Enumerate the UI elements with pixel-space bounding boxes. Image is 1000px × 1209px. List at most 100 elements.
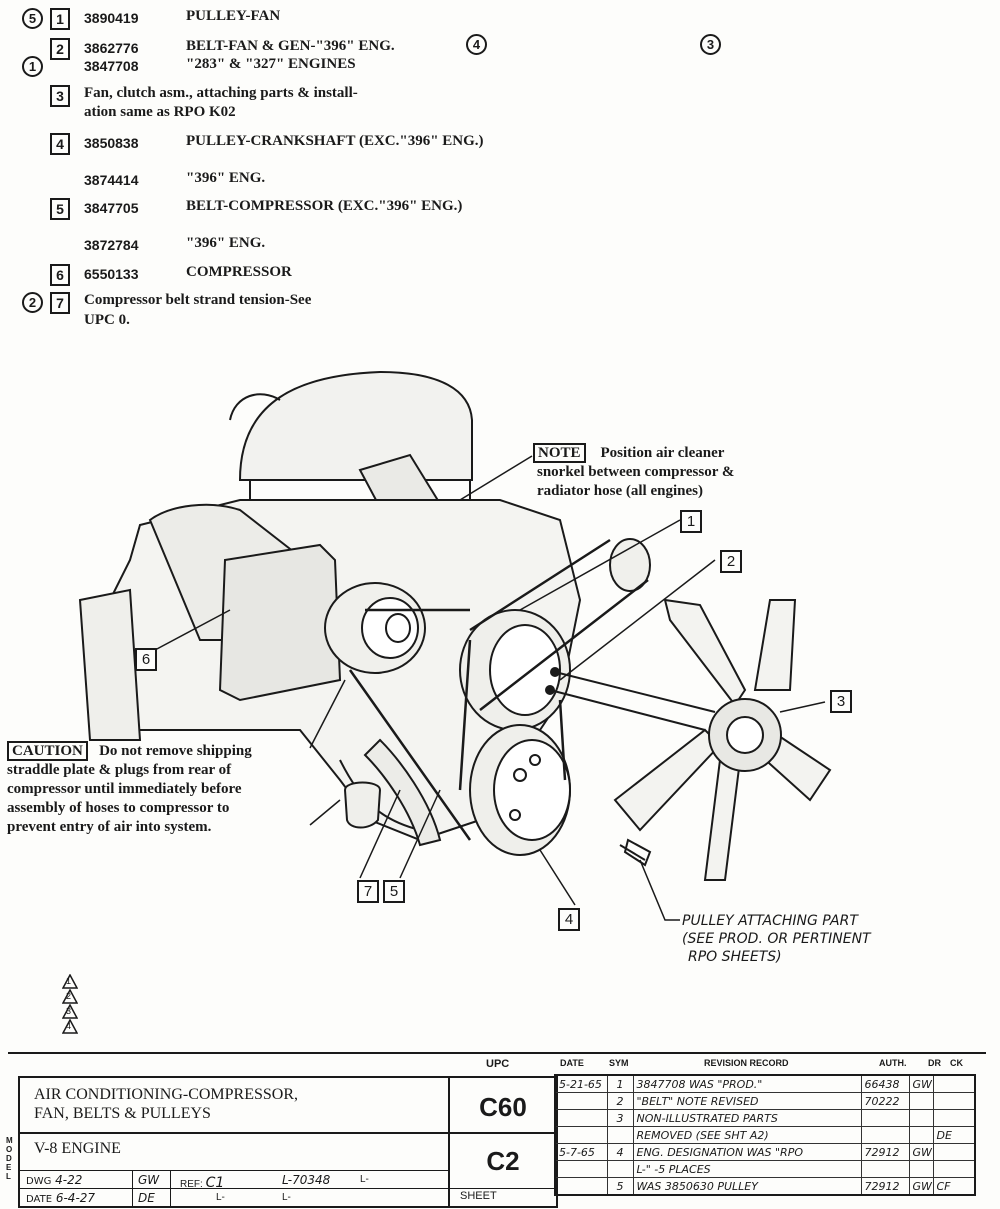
revision-dr: GW [909,1143,934,1161]
part-description: PULLEY-CRANKSHAFT (EXC."396" ENG.) [186,133,484,149]
revision-record: "BELT" NOTE REVISED [633,1092,862,1110]
revision-triangles: 1 2 3 4 [60,974,84,1034]
item-number-box: 4 [50,133,70,155]
belts-shape [348,538,649,841]
revision-sym: 3 [607,1109,634,1127]
ref-row: REF: C1 [180,1175,225,1191]
revision-sym: 1 [607,1075,634,1093]
callout-7: 7 [357,880,379,903]
caution-line: assembly of hoses to compressor to [7,800,230,816]
callout-4: 4 [558,908,580,931]
attach-line: PULLEY ATTACHING PART [682,913,858,929]
bolt-shape [619,838,652,867]
revision-date: 5-21-65 [555,1075,608,1093]
revision-record: DATE SYM REVISION RECORD AUTH. DR CK 5-2… [554,1058,986,1196]
upc-frame: C60 C2 SHEET [448,1076,558,1208]
part-number: 3862776 [84,40,139,56]
revision-auth: 72912 [861,1143,910,1161]
title-line-2: FAN, BELTS & PULLEYS [34,1105,211,1122]
revision-circle: 1 [22,56,43,77]
triangle-icon: 2 [60,989,84,1004]
dwg-auth: GW [138,1173,160,1187]
revision-record: L-" -5 PLACES [633,1160,862,1178]
item-number-box: 7 [50,292,70,314]
part-description: "396" ENG. [186,170,266,186]
attaching-part-note: PULLEY ATTACHING PART (SEE PROD. OR PERT… [682,912,871,966]
callout-2: 2 [720,550,742,573]
revision-dr [909,1092,934,1110]
date-auth: DE [138,1191,155,1205]
revision-date [555,1177,608,1196]
part-number: 6550133 [84,266,139,282]
title-block: UPC AIR CONDITIONING-COMPRESSOR, FAN, BE… [6,1052,986,1208]
item-number-box: 1 [50,8,70,30]
callout-5: 5 [383,880,405,903]
revision-sym: 5 [607,1177,634,1196]
revision-date [555,1092,608,1110]
revision-ck: CF [933,1177,975,1196]
revision-dr: GW [909,1177,934,1196]
callout-1: 1 [680,510,702,533]
revision-dr: GW [909,1075,934,1093]
revision-ck [933,1143,975,1161]
part-description: BELT-FAN & GEN-"396" ENG. [186,38,395,54]
crankshaft-pulley-shape [469,724,571,856]
caution-block: CAUTION Do not remove shipping straddle … [7,741,327,837]
caution-tag: CAUTION [7,741,88,761]
part-description: PULLEY-FAN [186,8,281,24]
revision-date [555,1160,608,1178]
revision-circle: 4 [466,34,487,55]
model-label: MODEL [6,1136,13,1181]
air-cleaner-shape [229,370,473,510]
revision-ck [933,1109,975,1127]
revision-sym: 2 [607,1092,634,1110]
revision-ck [933,1092,975,1110]
part-number: 3872784 [84,237,139,253]
revision-ck [933,1075,975,1093]
callout-6: 6 [135,648,157,671]
revision-auth [861,1160,910,1178]
triangle-icon: 4 [60,1019,84,1034]
revision-record: NON-ILLUSTRATED PARTS [633,1109,862,1127]
dwg-value: 4-22 [55,1173,83,1187]
model-code: C2 [486,1146,520,1176]
revision-headers: DATE SYM REVISION RECORD AUTH. DR CK [560,1058,963,1068]
revision-ck [933,1160,975,1178]
upc-code: C60 [479,1092,527,1122]
engine-label: V-8 ENGINE [34,1140,121,1157]
hose-shape [363,738,442,847]
revision-sym [607,1160,634,1178]
revision-date: 5-7-65 [555,1143,608,1161]
water-pump-pulley-shape [459,609,571,731]
caution-line: straddle plate & plugs from rear of [7,762,232,778]
revision-circle: 5 [22,8,43,29]
revision-auth: 66438 [861,1075,910,1093]
part-number: 3890419 [84,10,139,26]
item-number-box: 6 [50,264,70,286]
fan-shaft-shape [549,671,716,731]
title-line-1: AIR CONDITIONING-COMPRESSOR, [34,1086,299,1103]
part-number: 3850838 [84,135,139,151]
upc-label: UPC [486,1058,510,1070]
caution-line: compressor until immediately before [7,781,242,797]
revision-date [555,1109,608,1127]
revision-ck: DE [933,1126,975,1144]
revision-date [555,1126,608,1144]
part-number: 3847708 [84,58,139,74]
part-description: "283" & "327" ENGINES [186,56,356,72]
part-description: "396" ENG. [186,235,266,251]
part-description: COMPRESSOR [186,264,292,280]
revision-auth [861,1126,910,1144]
triangle-icon: 1 [60,974,84,989]
attach-line: RPO SHEETS) [688,949,782,965]
revision-auth [861,1109,910,1127]
part-number: 3847705 [84,200,139,216]
revision-record: 3847708 WAS "PROD." [633,1075,862,1093]
note-tag: NOTE [533,443,586,463]
callout-3: 3 [830,690,852,713]
revision-dr [909,1160,934,1178]
